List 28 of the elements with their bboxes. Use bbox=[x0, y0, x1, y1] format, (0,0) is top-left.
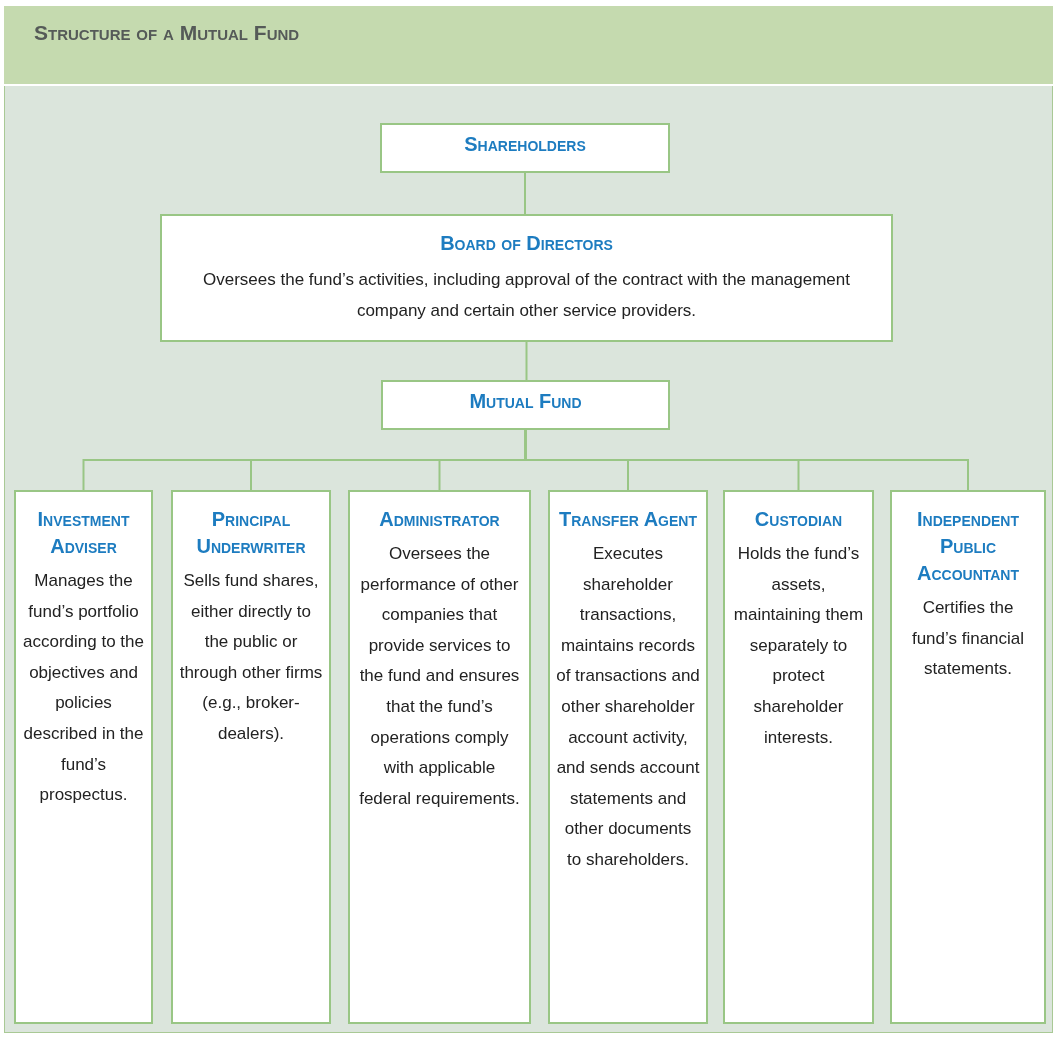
box-heading: Principal Underwriter bbox=[195, 507, 307, 559]
box-description: Oversees the fund’s activities, including approval of the contract with the management company and certain other service providers. bbox=[202, 268, 851, 322]
box-heading: Mutual Fund bbox=[469, 388, 582, 414]
box-heading: Investment Adviser bbox=[36, 507, 131, 559]
box-heading: Board of Directors bbox=[440, 230, 613, 256]
box-heading: Administrator bbox=[379, 507, 500, 532]
box-description: Certifies the fund’s financial statements. bbox=[910, 597, 1026, 681]
box-description: Holds the fund’s assets, maintaining them separately to protect shareholder interests. bbox=[732, 543, 865, 749]
org-box bbox=[171, 490, 331, 1024]
connector-line bbox=[525, 341, 528, 381]
connector-line bbox=[524, 172, 526, 215]
box-description: Executes shareholder transactions, maintains records of transactions and other shareholder account activity, and sends account statements and other documents to shareholders. bbox=[556, 543, 700, 871]
box-description: Sells fund shares, either directly to the public or through other firms (e.g., broker-dealers). bbox=[179, 570, 323, 745]
box-description: Manages the fund’s portfolio according to the objectives and policies described in the fund’s prospectus. bbox=[22, 570, 145, 807]
org-box bbox=[14, 490, 153, 1024]
org-box bbox=[348, 490, 531, 1024]
diagram-title: Structure of a Mutual Fund bbox=[34, 21, 300, 45]
box-heading: Independent Public Accountant bbox=[915, 507, 1021, 586]
org-box bbox=[160, 214, 893, 342]
org-box bbox=[548, 490, 708, 1024]
org-box bbox=[890, 490, 1046, 1024]
box-heading: Transfer Agent bbox=[558, 507, 697, 532]
box-description: Oversees the performance of other companies that provide services to the fund and ensures that the fund’s operations comply with applicable federal requirements. bbox=[358, 543, 521, 810]
box-heading: Shareholders bbox=[464, 131, 586, 157]
org-box bbox=[723, 490, 874, 1024]
org-box bbox=[380, 123, 670, 173]
org-box bbox=[381, 380, 670, 430]
box-heading: Custodian bbox=[754, 507, 843, 532]
